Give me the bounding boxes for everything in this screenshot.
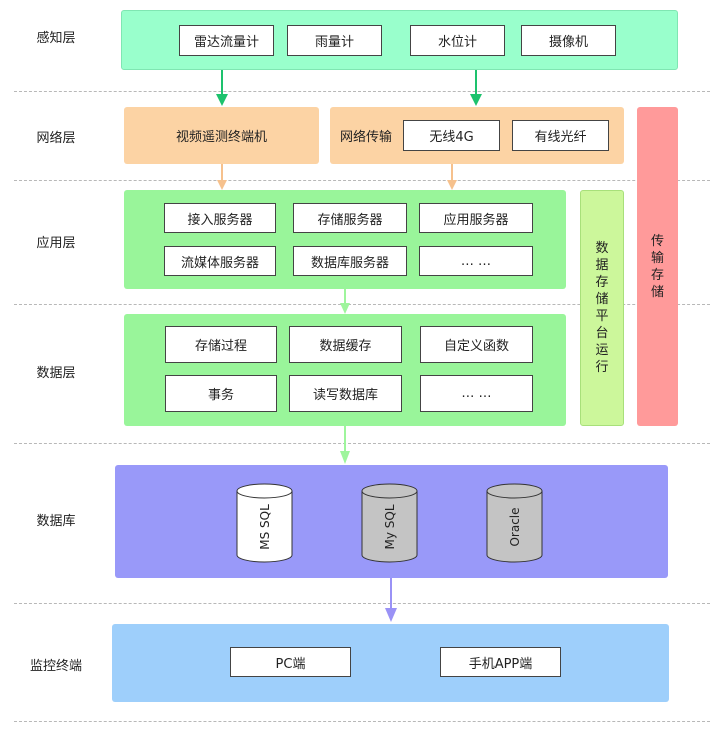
camera-box: 摄像机 xyxy=(521,25,616,56)
pc-client-box: PC端 xyxy=(230,647,351,677)
read-write-database-box: 读写数据库 xyxy=(289,375,402,412)
data-storage-platform-column: 数据存储平台运行 xyxy=(580,190,624,426)
divider xyxy=(14,304,710,305)
arrowhead-application-to-data xyxy=(340,303,350,314)
video-telemetry-terminal-label: 视频遥测终端机 xyxy=(175,130,267,145)
terminal-band xyxy=(112,624,669,702)
arrowhead-terminal-to-application xyxy=(217,180,227,190)
mobile-app-client-box: 手机APP端 xyxy=(440,647,561,677)
rain-gauge-box: 雨量计 xyxy=(287,25,382,56)
transaction-box: 事务 xyxy=(165,375,277,412)
network-transmission-label: 网络传输 xyxy=(339,130,392,145)
data-cache-box: 数据缓存 xyxy=(289,326,402,363)
my-sql-cylinder-icon: My SQL xyxy=(361,483,418,563)
database-server-box: 数据库服务器 xyxy=(293,246,407,276)
wired-fiber-box: 有线光纤 xyxy=(512,120,609,151)
layer-label-data: 数据层 xyxy=(36,366,76,381)
access-server-box: 接入服务器 xyxy=(164,203,276,233)
divider xyxy=(14,721,710,722)
divider xyxy=(14,180,710,181)
ms-sql-cylinder-icon: MS SQL xyxy=(236,483,293,563)
wireless-4g-box: 无线4G xyxy=(403,120,500,151)
layer-label-database: 数据库 xyxy=(36,514,76,529)
arrowhead-perception-to-terminal xyxy=(216,94,228,106)
layer-label-network: 网络层 xyxy=(36,131,76,146)
arrowhead-database-to-terminal xyxy=(385,608,397,622)
layer-label-terminal: 监控终端 xyxy=(29,659,82,674)
stored-procedure-box: 存储过程 xyxy=(165,326,277,363)
transfer-storage-label: 传输存储 xyxy=(650,233,664,300)
divider xyxy=(14,603,710,604)
streaming-media-server-box: 流媒体服务器 xyxy=(164,246,276,276)
arrowhead-perception-to-transmission xyxy=(470,94,482,106)
storage-server-box: 存储服务器 xyxy=(293,203,407,233)
custom-function-box: 自定义函数 xyxy=(420,326,533,363)
layer-label-application: 应用层 xyxy=(36,236,76,251)
data-more-box: … … xyxy=(420,375,533,412)
radar-flowmeter-box: 雷达流量计 xyxy=(179,25,274,56)
application-server-box: 应用服务器 xyxy=(419,203,533,233)
application-more-box: … … xyxy=(419,246,533,276)
arrowhead-transmission-to-application xyxy=(447,180,457,190)
arrowhead-data-to-database xyxy=(340,451,350,464)
layer-label-perception: 感知层 xyxy=(36,31,76,46)
transfer-storage-column: 传输存储 xyxy=(637,107,678,426)
divider xyxy=(14,91,710,92)
data-storage-platform-label: 数据存储平台运行 xyxy=(595,241,609,375)
oracle-cylinder-icon: Oracle xyxy=(486,483,543,563)
divider xyxy=(14,443,710,444)
water-level-gauge-box: 水位计 xyxy=(410,25,505,56)
network-terminal-band xyxy=(124,107,319,164)
